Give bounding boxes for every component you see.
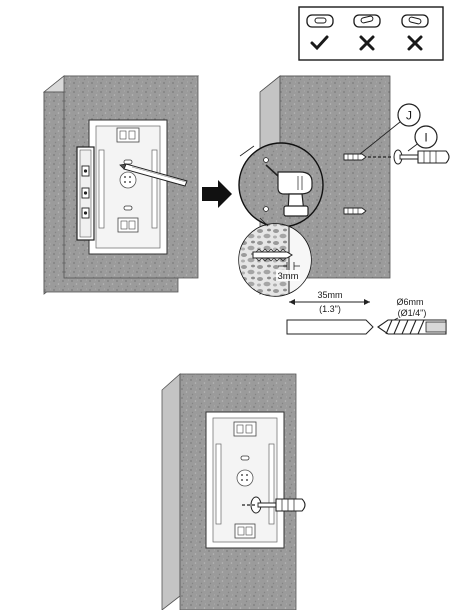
next-step-arrow [202,180,232,208]
plug-length-dimension: 35mm (1.3") [286,290,374,335]
callout-j: J [359,103,421,155]
plug-length-in: (1.3") [319,304,341,314]
spirit-level [76,146,95,241]
legend-slot-3 [401,14,429,51]
wall-plug-lower [343,207,367,215]
wall-side [161,373,181,610]
drill-bit: Ø6mm (Ø1/4") [377,297,447,335]
mounting-plate [88,119,168,255]
depth-magnifier: 3mm [238,217,312,297]
wall-plug-upper [343,153,367,161]
mounting-plate-installed [205,411,285,549]
step-drilling: J I [238,75,450,335]
cross-icon [407,35,423,51]
drill-diameter-mm: Ø6mm [397,297,424,307]
marking-pencil [119,163,188,187]
legend-slot-1 [306,14,334,51]
step-marking-holes [42,75,200,295]
plug-in-wall [252,248,293,262]
legend-slot-2 [353,14,381,51]
callout-i: I [407,125,438,152]
callout-j-label: J [406,109,412,123]
depth-label: 3mm [277,271,298,282]
check-icon [310,35,329,51]
screwdriver-fixing [242,496,306,514]
cross-icon [359,35,375,51]
drill-magnifier [238,142,324,228]
plug-length-mm: 35mm [317,290,342,300]
drill-diameter-in: (Ø1/4") [398,308,427,318]
slot-orientation-legend [298,6,444,61]
power-drill [265,164,313,217]
screw-and-screwdriver [368,149,450,165]
callout-i-label: I [424,131,427,145]
step-fixing-plate [161,373,306,610]
